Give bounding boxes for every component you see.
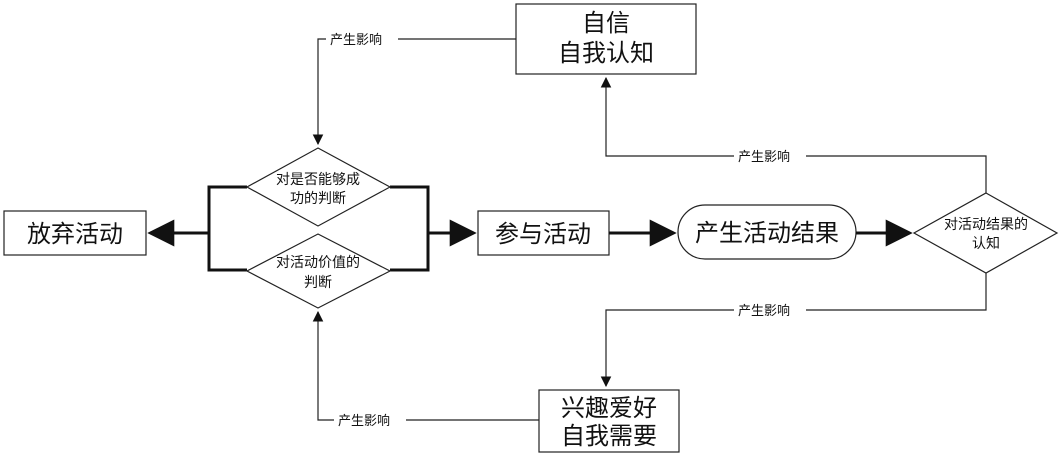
value-judgment-line1: 对活动价值的 [276, 255, 360, 271]
interest-line2: 自我需要 [561, 422, 657, 450]
result-label: 产生活动结果 [695, 219, 839, 247]
cognition-to-interest-arrow [600, 273, 987, 388]
give-up-box: 放弃活动 [3, 210, 147, 256]
result-cognition-diamond: 对活动结果的 认知 [912, 192, 1059, 274]
edge-label-confidence-to-ability: 产生影响 [330, 32, 382, 48]
edge-label-cognition-to-confidence: 产生影响 [738, 149, 790, 165]
ability-judgment-diamond: 对是否能够成 功的判断 [245, 147, 392, 227]
result-cognition-line2: 认知 [972, 235, 1000, 252]
result-box: 产生活动结果 [677, 204, 857, 260]
interest-line1: 兴趣爱好 [561, 394, 657, 422]
interest-to-value-arrow [312, 310, 539, 421]
ability-judgment-line2: 功的判断 [290, 191, 346, 207]
edge-label-cognition-to-interest: 产生影响 [738, 303, 790, 319]
cognition-to-confidence-arrow [600, 76, 987, 193]
edge-label-interest-to-value: 产生影响 [338, 413, 390, 429]
ability-judgment-line1: 对是否能够成 [276, 172, 360, 188]
confidence-to-ability-arrow [312, 38, 516, 146]
value-judgment-diamond: 对活动价值的 判断 [245, 233, 392, 309]
value-judgment-line2: 判断 [304, 275, 332, 291]
result-cognition-line1: 对活动结果的 [944, 217, 1028, 233]
participate-label: 参与活动 [495, 220, 591, 248]
decision-bracket [207, 185, 430, 272]
confidence-line1: 自信 [582, 9, 630, 37]
confidence-box: 自信 自我认知 [515, 3, 697, 75]
confidence-line2: 自我认知 [558, 39, 654, 67]
give-up-label: 放弃活动 [27, 220, 123, 248]
participate-box: 参与活动 [477, 210, 610, 256]
interest-box: 兴趣爱好 自我需要 [538, 389, 680, 453]
